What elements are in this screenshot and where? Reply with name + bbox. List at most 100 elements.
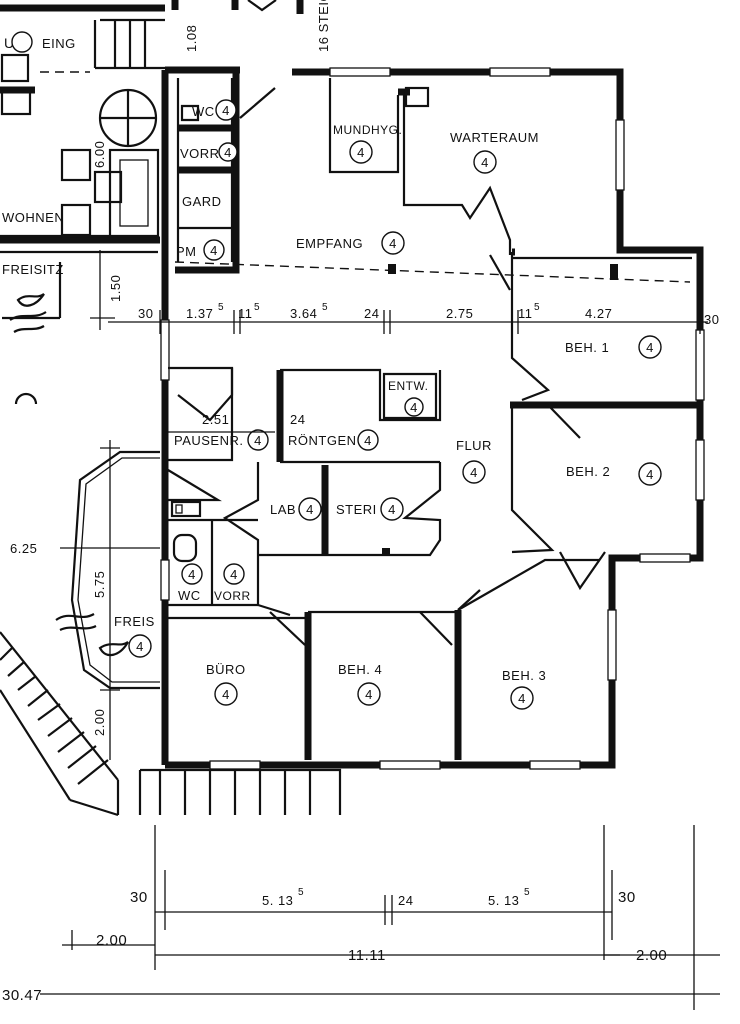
marker-freis bbox=[128, 634, 152, 658]
label-entw: ENTW. bbox=[388, 379, 429, 393]
dim-5135-a-sup: 5 bbox=[298, 887, 304, 898]
marker-vorr-top bbox=[218, 142, 238, 162]
marker-pm-text: 4 bbox=[210, 243, 218, 258]
marker-entw-text: 4 bbox=[410, 400, 418, 415]
window bbox=[639, 553, 691, 563]
marker-vorr-bottom bbox=[223, 563, 245, 585]
dim-200-bl: 2.00 bbox=[96, 932, 127, 949]
inner-walls bbox=[167, 78, 700, 760]
dim-24-bot: 24 bbox=[398, 893, 413, 908]
dim-5135-b: 5. 13 bbox=[488, 893, 519, 908]
marker-beh1-text: 4 bbox=[646, 340, 654, 355]
dim-275: 2.75 bbox=[446, 306, 473, 321]
marker-beh2-text: 4 bbox=[646, 467, 654, 482]
window bbox=[489, 67, 551, 77]
marker-wc-bottom bbox=[181, 563, 203, 585]
dim-200-br: 2.00 bbox=[636, 947, 667, 964]
marker-empfang-text: 4 bbox=[389, 236, 397, 251]
marker-flur bbox=[462, 460, 486, 484]
room-labels: WC 4 VORR 4 GARD PM 4 MUNDHYG. 4 WARTERA… bbox=[114, 99, 662, 710]
marker-pausenr-text: 4 bbox=[254, 433, 262, 448]
label-beh1: BEH. 1 bbox=[565, 340, 609, 355]
label-wohnen: WOHNEN bbox=[2, 210, 64, 225]
dim-30-bl: 30 bbox=[130, 889, 148, 906]
label-warteraum: WARTERAUM bbox=[450, 130, 539, 145]
marker-vorr-top-text: 4 bbox=[224, 145, 232, 160]
marker-beh4-text: 4 bbox=[365, 687, 373, 702]
dim-600: 6.00 bbox=[92, 141, 107, 168]
marker-buero bbox=[214, 682, 238, 706]
window bbox=[160, 319, 170, 381]
dim-3047: 30.47 bbox=[2, 987, 42, 1004]
dimension-lines bbox=[40, 310, 720, 1010]
marker-mundhyg bbox=[349, 140, 373, 164]
marker-steri bbox=[380, 497, 404, 521]
window bbox=[695, 439, 705, 501]
marker-vorr-bottom-text: 4 bbox=[230, 567, 238, 582]
dim-427: 4.27 bbox=[585, 306, 612, 321]
marker-beh2 bbox=[638, 462, 662, 486]
dim-251: 2.51 bbox=[202, 412, 229, 427]
dim-3645-sup: 5 bbox=[322, 302, 328, 313]
window bbox=[379, 760, 441, 770]
marker-beh1 bbox=[638, 335, 662, 359]
dim-3645: 3.64 bbox=[290, 306, 317, 321]
marker-wc-top-text: 4 bbox=[222, 103, 230, 118]
dim-150: 1.50 bbox=[108, 275, 123, 302]
marker-wc-top bbox=[215, 99, 237, 121]
window bbox=[329, 67, 391, 77]
window bbox=[529, 760, 581, 770]
marker-warteraum bbox=[473, 150, 497, 174]
label-vorr-top: VORR bbox=[180, 146, 220, 161]
label-eing: EING bbox=[42, 36, 76, 51]
dim-115-a-sup: 5 bbox=[254, 302, 260, 313]
window bbox=[695, 329, 705, 401]
marker-steri-text: 4 bbox=[388, 502, 396, 517]
marker-entw bbox=[404, 397, 424, 417]
dim-115-b: 11 bbox=[518, 306, 533, 321]
label-steri: STERI bbox=[336, 502, 377, 517]
marker-roentgen-text: 4 bbox=[364, 433, 372, 448]
window bbox=[615, 119, 625, 191]
label-beh2: BEH. 2 bbox=[566, 464, 610, 479]
marker-buero-text: 4 bbox=[222, 687, 230, 702]
label-pm: PM bbox=[176, 244, 197, 259]
window bbox=[160, 559, 170, 601]
label-lab: LAB bbox=[270, 502, 296, 517]
dim-1111: 11.11 bbox=[348, 947, 386, 964]
marker-lab-text: 4 bbox=[306, 502, 314, 517]
label-freis: FREIS bbox=[114, 614, 155, 629]
dimension-labels: 30 1.37 5 11 5 3.64 5 24 2.75 11 5 4.27 … bbox=[2, 302, 719, 1004]
marker-pausenr bbox=[247, 429, 269, 451]
label-mundhyg: MUNDHYG. bbox=[333, 123, 402, 137]
dim-30-left: 30 bbox=[138, 306, 153, 321]
dim-24-top: 24 bbox=[364, 306, 379, 321]
dim-5135-a: 5. 13 bbox=[262, 893, 293, 908]
dim-30-right: 30 bbox=[704, 312, 719, 327]
dim-24-mid: 24 bbox=[290, 412, 305, 427]
label-roentgen: RÖNTGEN bbox=[288, 433, 357, 448]
dim-5135-b-sup: 5 bbox=[524, 887, 530, 898]
terrace-and-stairs bbox=[0, 450, 342, 817]
marker-warteraum-text: 4 bbox=[481, 155, 489, 170]
dim-30-br: 30 bbox=[618, 889, 636, 906]
dim-1375-sup: 5 bbox=[218, 302, 224, 313]
marker-mundhyg-text: 4 bbox=[357, 145, 365, 160]
label-steig: 16 STEIG bbox=[316, 0, 331, 52]
dim-200-v: 2.00 bbox=[92, 709, 107, 736]
dim-1375: 1.37 bbox=[186, 306, 213, 321]
label-gard: GARD bbox=[182, 194, 222, 209]
label-beh3: BEH. 3 bbox=[502, 668, 546, 683]
label-vorr-bottom: VORR bbox=[214, 589, 251, 603]
label-freisitz: FREISITZ bbox=[2, 262, 64, 277]
marker-pm bbox=[203, 239, 225, 261]
marker-beh3-text: 4 bbox=[518, 691, 526, 706]
dim-575: 5.75 bbox=[92, 571, 107, 598]
window bbox=[607, 609, 617, 681]
neighbour-unit bbox=[0, 0, 304, 405]
dim-115-a: 11 bbox=[238, 306, 253, 321]
label-pausenr: PAUSENR. bbox=[174, 433, 244, 448]
dim-108: 1.08 bbox=[184, 25, 199, 52]
marker-flur-text: 4 bbox=[470, 465, 478, 480]
